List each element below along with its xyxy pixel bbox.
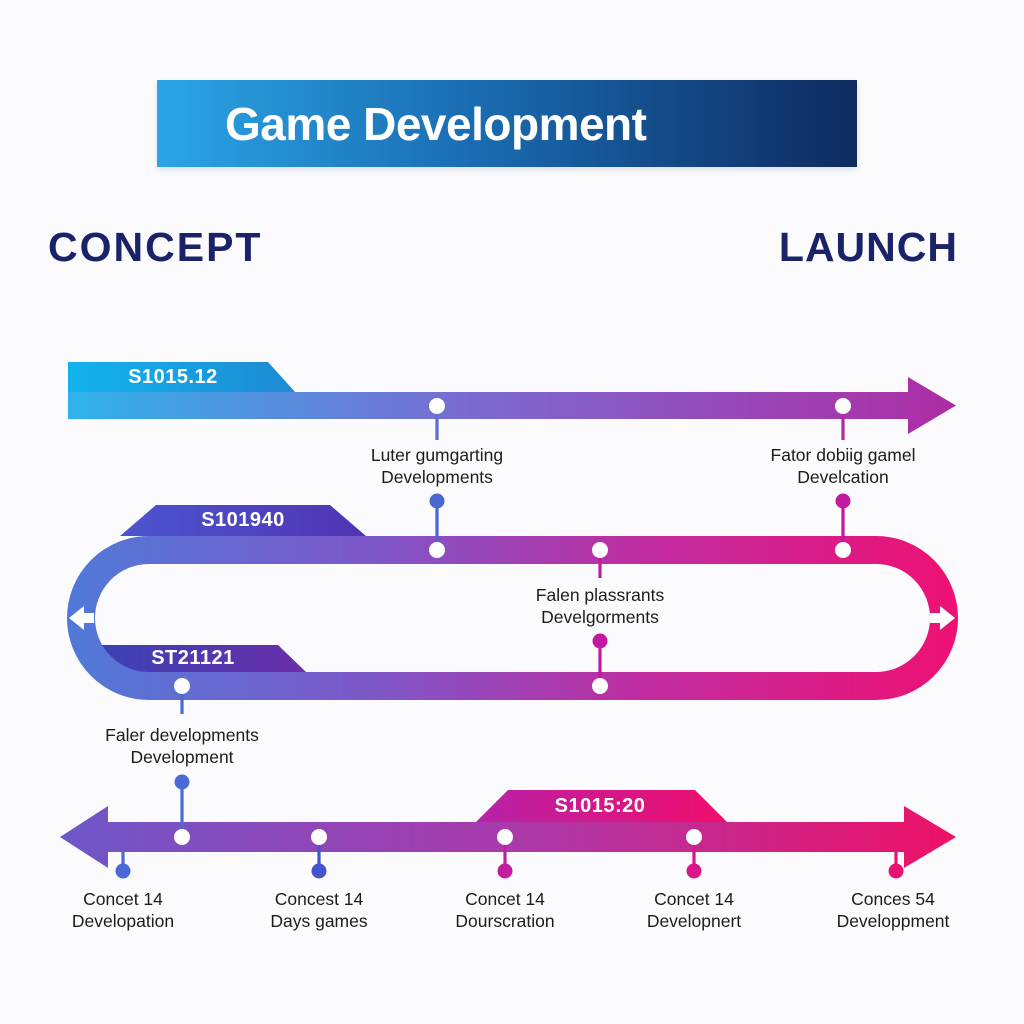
milestone-line2: Developments — [381, 467, 493, 487]
milestone-dot — [592, 542, 608, 558]
title-banner: Game Development — [157, 80, 857, 167]
connector-dot — [888, 863, 904, 879]
connector-dot — [497, 863, 513, 879]
loop-top-tab-label: S101940 — [201, 508, 285, 531]
phase3-tab-shape — [475, 790, 728, 823]
milestone-line2: Developpment — [836, 911, 950, 931]
loop-track — [67, 536, 958, 700]
milestone-line2: Develcation — [797, 467, 889, 487]
milestone-label: Faler developments Development — [62, 724, 302, 768]
connector-dot — [429, 493, 445, 509]
milestone-line2: Days games — [270, 911, 368, 931]
loop-arrow-right-icon — [930, 606, 955, 630]
phase1-tab-shape — [68, 362, 296, 393]
milestone-line2: Development — [130, 747, 234, 767]
phase1-tab-label: S1015.12 — [128, 366, 218, 388]
milestone-dot — [835, 398, 851, 414]
milestone-dot — [429, 398, 445, 414]
phase3-tab-label: S1015:20 — [554, 794, 646, 817]
connector-dot — [174, 774, 190, 790]
milestone-label: Concet 14 Developation — [13, 888, 233, 932]
milestone-dot — [686, 829, 702, 845]
loop-top-tab-shape — [120, 505, 366, 536]
milestone-line2: Developnert — [646, 911, 742, 931]
milestone-line1: Concet 14 — [654, 889, 734, 909]
loop-arrow-left-icon — [69, 606, 94, 630]
milestone-label: Fator dobiig gamel Develcation — [723, 444, 963, 488]
milestone-line1: Luter gumgarting — [370, 445, 504, 465]
concept-heading: CONCEPT — [48, 224, 263, 270]
milestone-dot — [497, 829, 513, 845]
milestone-line1: Concet 14 — [83, 889, 163, 909]
milestone-label: Falen plassrants Develgorments — [480, 584, 720, 628]
connector-dots — [115, 493, 904, 879]
milestone-line1: Conces 54 — [851, 889, 935, 909]
milestone-label: Concet 14 Dourscration — [395, 888, 615, 932]
milestone-dot — [311, 829, 327, 845]
milestone-line2: Develgorments — [541, 607, 659, 627]
connector-dot — [311, 863, 327, 879]
milestone-dot — [174, 678, 190, 694]
milestone-line1: Concest 14 — [274, 889, 364, 909]
milestone-label: Concest 14 Days games — [209, 888, 429, 932]
page-title: Game Development — [225, 97, 647, 150]
launch-heading: LAUNCH — [778, 224, 958, 270]
connector-dot — [115, 863, 131, 879]
loop-bottom-tab-shape — [96, 645, 306, 672]
milestone-line1: Faler developments — [105, 725, 259, 745]
loop-bottom-tab-label: ST21121 — [151, 646, 235, 669]
milestone-dot — [835, 542, 851, 558]
milestone-line1: Falen plassrants — [535, 585, 665, 605]
milestone-line2: Dourscration — [455, 911, 555, 931]
milestone-dot — [592, 678, 608, 694]
milestone-line2: Developation — [71, 911, 175, 931]
milestone-label: Concet 14 Developnert — [584, 888, 804, 932]
phase1-bar-arrow-right-icon — [68, 377, 956, 434]
milestone-line1: Fator dobiig gamel — [770, 445, 916, 465]
milestone-label: Conces 54 Developpment — [783, 888, 1003, 932]
milestone-dot — [429, 542, 445, 558]
connector-dot — [835, 493, 851, 509]
milestone-dots — [174, 398, 851, 845]
milestone-label: Luter gumgarting Developments — [317, 444, 557, 488]
connector-dot — [686, 863, 702, 879]
milestone-line1: Concet 14 — [465, 889, 545, 909]
connector-dot — [592, 633, 608, 649]
milestone-dot — [174, 829, 190, 845]
